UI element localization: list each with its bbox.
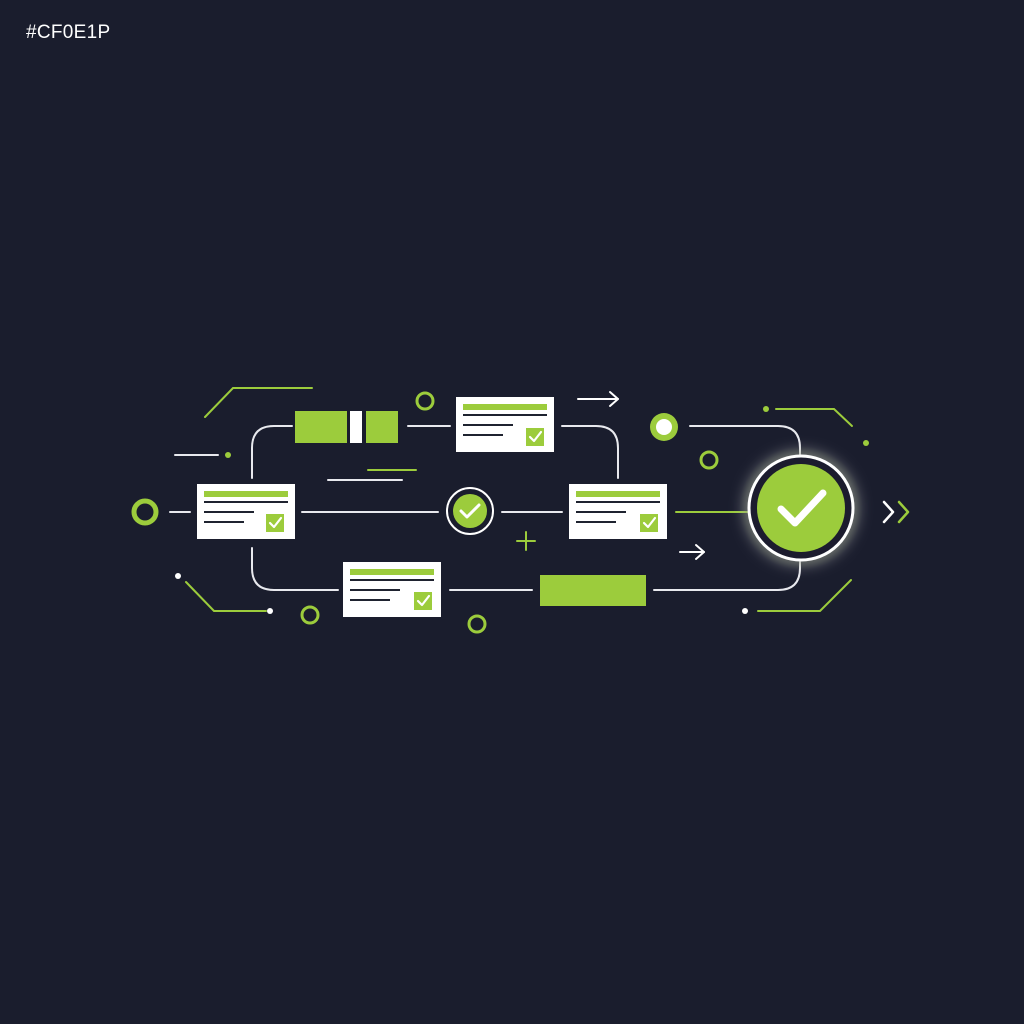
task-card [197, 484, 295, 539]
arrow-right-icon [577, 391, 619, 407]
dot-white-left-top [225, 452, 231, 458]
connector-card2-down [561, 425, 619, 479]
dot-white-bottom-left [175, 573, 181, 579]
accent-corner-top-right [775, 408, 853, 427]
connector-top-loop [251, 425, 293, 479]
connector-bar-final [653, 561, 801, 591]
connector-bottom-loop [251, 547, 339, 591]
ring-bottom-2 [467, 614, 487, 634]
dot-white-bottom [267, 608, 273, 614]
final-check-circle-icon [739, 446, 863, 570]
ring-filled-node [650, 413, 678, 441]
connector-lines [169, 425, 801, 591]
check-icon [640, 514, 658, 532]
arrow-right-icon [679, 544, 705, 560]
accent-corner-top-left [204, 387, 313, 418]
ring-right-small [699, 450, 719, 470]
node-check-circle-icon [446, 487, 494, 535]
ring-nodes [131, 391, 719, 634]
progress-bar-bottom [540, 575, 646, 606]
accent-corner-bottom-left [185, 581, 267, 612]
double-chevron-right-icon [882, 500, 910, 524]
accent-lines [185, 387, 853, 612]
progress-bar-top [295, 411, 398, 443]
check-icon [414, 592, 432, 610]
task-card [343, 562, 441, 617]
task-card [569, 484, 667, 539]
ring-start [131, 498, 159, 526]
check-icon [526, 428, 544, 446]
check-icon [266, 514, 284, 532]
dot-green-top-right [763, 406, 769, 412]
color-code-label: #CF0E1P [26, 22, 111, 43]
dot-green-right [863, 440, 869, 446]
task-card [456, 397, 554, 452]
dot-white-bottom-right [742, 608, 748, 614]
accent-corner-bottom-right [757, 579, 852, 612]
dots [175, 406, 869, 614]
ring-top [415, 391, 435, 411]
ring-bottom-1 [300, 605, 320, 625]
